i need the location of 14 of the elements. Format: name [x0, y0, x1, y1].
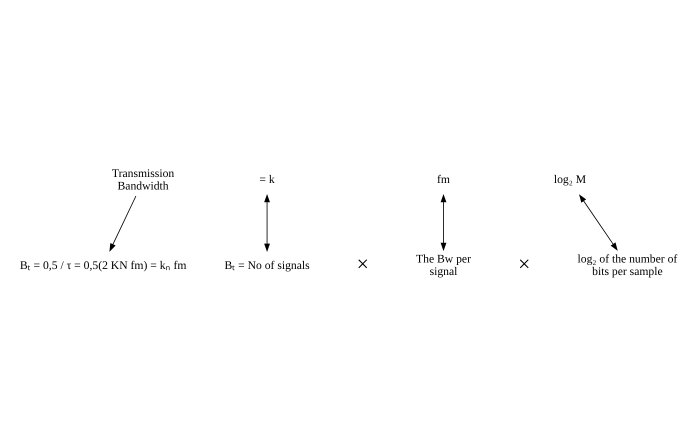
node-text: The Bw per signal	[416, 252, 471, 278]
node-text: Bₜ = No of signals	[224, 258, 310, 272]
arrow	[109, 195, 136, 252]
node-text: log₂ of the number of bits per sample	[578, 252, 678, 278]
node-text: log₂ M	[554, 172, 586, 186]
arrow	[440, 193, 446, 251]
node-text: Bₜ = 0,5 / τ = 0,5(2 KN fm) = kₙ fm	[20, 258, 186, 272]
label: ×	[356, 252, 369, 276]
arrow	[579, 194, 618, 250]
node-text: = k	[259, 172, 275, 186]
label: ×	[518, 252, 530, 276]
arrow	[264, 193, 270, 252]
node-text: Transmission Bandwidth	[112, 166, 174, 192]
node-text: fm	[437, 172, 450, 186]
